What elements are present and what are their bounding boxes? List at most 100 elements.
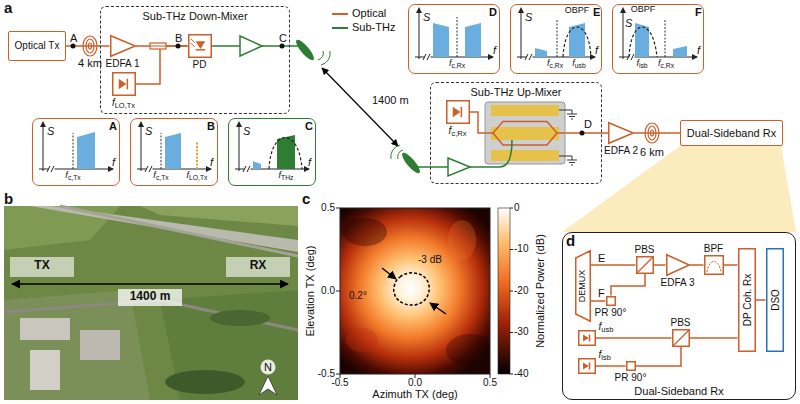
symbol-letter: f — [572, 58, 575, 68]
component-label: BPF — [704, 243, 723, 254]
polarization-rotator: PR 90° — [626, 361, 636, 371]
spectrum-label: fLO,Tx — [187, 171, 208, 181]
symbol-letter: f — [112, 97, 115, 108]
figure-label: b — [4, 191, 13, 208]
figure-label: a — [4, 0, 12, 17]
shape-outline — [409, 5, 498, 72]
laser-source: fc,Rx — [446, 100, 470, 124]
rect-part — [446, 100, 469, 123]
polygon-part — [416, 7, 422, 13]
polygon-part — [40, 121, 46, 127]
spectrum-label: A — [109, 120, 117, 132]
amplifier-triangle: EDFA 2 — [608, 122, 634, 144]
figure-label: -30 — [514, 326, 528, 337]
component-label: EDFA 3 — [661, 277, 695, 288]
spectrum-label: fc,Rx — [547, 59, 563, 69]
figure-label: TX — [34, 259, 49, 272]
optical-connector — [756, 299, 766, 301]
line-part — [126, 78, 128, 89]
figure-label: 0.2° — [349, 290, 367, 301]
polyline-part — [60, 206, 298, 256]
path-part — [619, 9, 697, 59]
rect-part — [20, 318, 70, 340]
fiber-coupler — [150, 43, 166, 49]
rect-part — [704, 255, 723, 274]
line-part — [161, 133, 162, 169]
subscript: c,Tx — [156, 174, 169, 181]
figure-label: D — [584, 118, 592, 130]
spectrum-label: F — [695, 6, 702, 18]
figure-label: RX — [250, 259, 267, 272]
component-label: PBS — [634, 244, 654, 255]
sub-thz-wire — [414, 166, 450, 168]
polygon-part — [4, 206, 120, 250]
figure-label: 0.0 — [408, 377, 422, 388]
subscript: lsb — [639, 62, 648, 69]
figure-label: 1400 m — [130, 290, 171, 303]
polygon-part — [160, 290, 298, 400]
shape-outline — [188, 34, 212, 58]
optical-connector — [636, 347, 682, 367]
component-label: EDFA 2 — [604, 145, 638, 156]
spectrum-label: D — [489, 6, 497, 18]
shape-outline — [112, 72, 136, 96]
path-part — [47, 166, 54, 172]
shape-outline — [446, 100, 470, 124]
optical-connector — [591, 300, 606, 302]
spectrum-label: f — [493, 44, 496, 56]
rect-part — [498, 208, 510, 374]
circle-part — [261, 360, 276, 375]
spectrum-label: fc,Rx — [658, 59, 674, 69]
spectrum-label: f — [697, 44, 700, 56]
ellipse-part — [448, 220, 476, 260]
component-label: fLO,Tx — [112, 97, 135, 108]
spectrum-label: f — [210, 156, 213, 168]
beam-splitter: PBS — [636, 256, 654, 274]
transmitter-box: Optical Tx — [8, 31, 66, 61]
beam-heatmap — [336, 208, 513, 378]
path-part — [485, 122, 565, 146]
figure-label: 0 — [514, 202, 520, 213]
spectrum-label: S — [525, 11, 532, 23]
legend-label: Sub-THz — [352, 21, 395, 33]
spectrum-inset: FOBPFSfflsbfc,Rx — [612, 4, 704, 74]
path-part — [707, 261, 721, 272]
figure-label: Azimuth TX (deg) — [372, 388, 457, 400]
symbol-letter: f — [599, 321, 602, 332]
beam-splitter: PBS — [672, 329, 690, 347]
receiver-panel: Dual-Sideband RxDEMUXPBSPR 90°EDFA 3BPFD… — [562, 232, 796, 400]
polygon-part — [465, 23, 481, 57]
symbol-letter: f — [279, 170, 282, 180]
symbol-letter: f — [187, 170, 190, 180]
component-label: fc,Rx — [449, 125, 467, 136]
figure-label: d — [566, 233, 575, 250]
figure-label: 0.5 — [321, 202, 335, 213]
receiver-box: Dual-Sideband Rx — [680, 120, 783, 146]
spectrum-label: S — [625, 17, 632, 29]
spectrum-label: fc,Tx — [65, 171, 80, 181]
component-label: PBS — [670, 317, 690, 328]
subscript: c,Tx — [68, 174, 81, 181]
path-part — [137, 123, 211, 171]
oscilloscope-box: DSO — [766, 248, 784, 352]
ellipse-part — [165, 370, 245, 394]
figure-label: c — [302, 191, 310, 208]
laser-source: flsb — [578, 358, 596, 374]
figure-label: -20 — [514, 285, 528, 296]
polygon-part — [635, 23, 649, 57]
rect-part — [626, 361, 635, 370]
rect-part — [578, 330, 595, 345]
shape-outline — [636, 256, 654, 274]
antenna-dish — [294, 37, 317, 62]
polygon-part — [535, 48, 547, 57]
optical-connector — [724, 264, 738, 266]
polygon-part — [583, 334, 589, 341]
spectrum-label: fusb — [572, 59, 585, 69]
figure-label: Normalized Power (dB) — [534, 234, 546, 348]
polygon-part — [259, 376, 277, 395]
line-part — [195, 49, 205, 51]
line-part — [588, 362, 590, 369]
rect-part — [672, 329, 689, 346]
optical-connector — [690, 337, 738, 339]
